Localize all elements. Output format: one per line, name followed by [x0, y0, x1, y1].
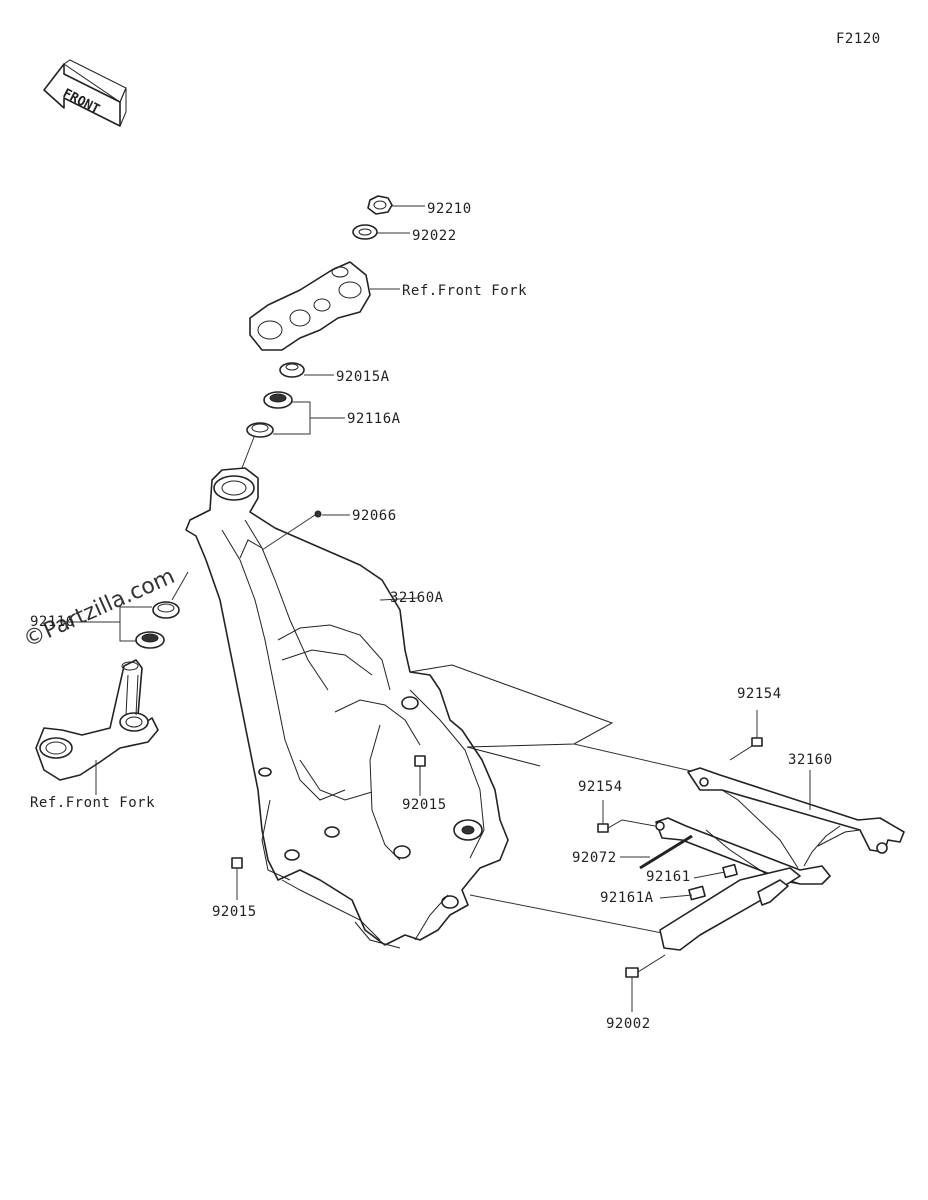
rear-subframe-32160-icon — [655, 767, 905, 951]
bolt-92154-mid-icon — [597, 819, 623, 833]
front-arrow-icon: FRONT — [43, 59, 127, 127]
washer-92022-icon — [352, 224, 378, 240]
upper-triple-clamp-icon — [249, 261, 371, 351]
part-label-92154-top[interactable]: 92154 — [737, 686, 782, 702]
part-label-92015-left[interactable]: 92015 — [212, 904, 257, 920]
bolt-92015-left-icon — [231, 857, 243, 869]
lower-triple-clamp-icon — [35, 659, 159, 781]
part-label-92072[interactable]: 92072 — [572, 850, 617, 866]
part-label-92015-center[interactable]: 92015 — [402, 797, 447, 813]
band-92072-icon — [639, 834, 693, 870]
part-label-92116A[interactable]: 92116A — [347, 411, 401, 427]
part-label-92161A[interactable]: 92161A — [600, 890, 654, 906]
clip-92161A-icon — [688, 885, 706, 901]
part-label-92161[interactable]: 92161 — [646, 869, 691, 885]
nut-92015A-icon — [279, 362, 305, 378]
ref-front-fork-top[interactable]: Ref.Front Fork — [402, 283, 528, 299]
clip-92161-icon — [722, 863, 738, 879]
ref-front-fork-bottom[interactable]: Ref.Front Fork — [30, 795, 156, 811]
bolt-92015-center-icon — [414, 755, 426, 790]
nut-92210-icon — [367, 195, 393, 215]
part-label-92154-mid[interactable]: 92154 — [578, 779, 623, 795]
part-label-32160A[interactable]: 32160A — [390, 590, 444, 606]
part-label-92002[interactable]: 92002 — [606, 1016, 651, 1032]
part-label-32160[interactable]: 32160 — [788, 752, 833, 768]
bearing-92116-icon — [135, 601, 180, 649]
part-label-92066[interactable]: 92066 — [352, 508, 397, 524]
bolt-92066-icon — [314, 510, 322, 518]
bolt-92002-icon — [625, 954, 666, 978]
part-label-92210[interactable]: 92210 — [427, 201, 472, 217]
bearing-92116A-icon — [246, 391, 293, 438]
part-label-92015A[interactable]: 92015A — [336, 369, 390, 385]
part-label-92022[interactable]: 92022 — [412, 228, 457, 244]
main-frame-32160A-icon — [185, 467, 509, 949]
diagram-code: F2120 — [836, 31, 881, 47]
bolt-92154-top-icon — [729, 737, 763, 761]
part-label-92116[interactable]: 92116 — [30, 614, 75, 630]
